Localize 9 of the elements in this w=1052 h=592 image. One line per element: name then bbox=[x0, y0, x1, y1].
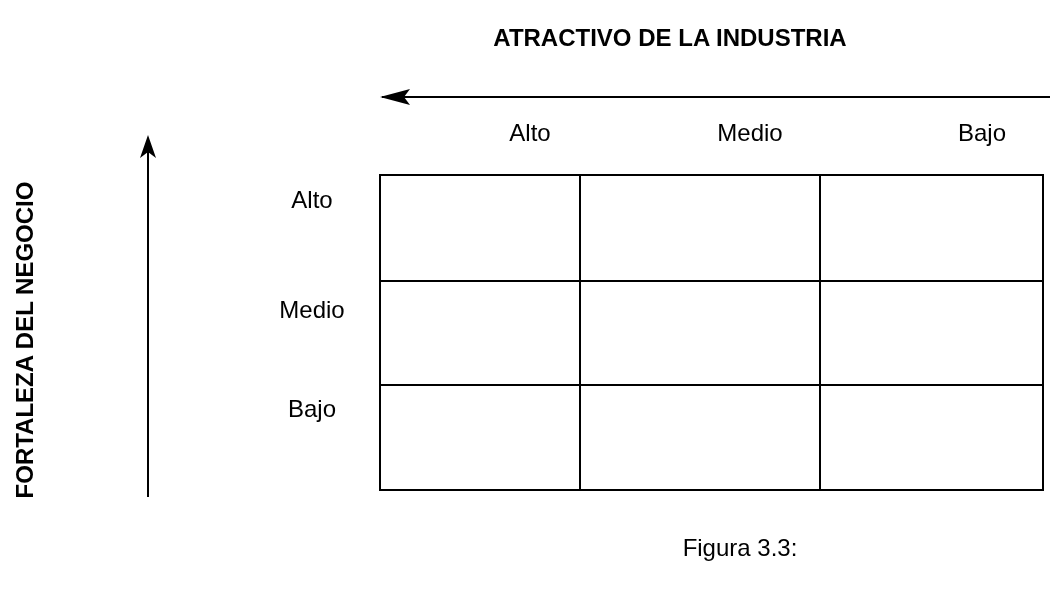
row-label: Alto bbox=[290, 185, 334, 215]
title: ATRACTIVO DE LA INDUSTRIA bbox=[492, 23, 848, 53]
column-label: Bajo bbox=[956, 118, 1007, 148]
column-label: Medio bbox=[716, 118, 784, 148]
axis-title: FORTALEZA DEL NEGOCIO bbox=[10, 181, 39, 499]
row-label: Bajo bbox=[286, 394, 337, 424]
row-label: Medio bbox=[278, 295, 346, 325]
caption: Figura 3.3: bbox=[681, 533, 799, 563]
column-label: Alto bbox=[508, 118, 552, 148]
